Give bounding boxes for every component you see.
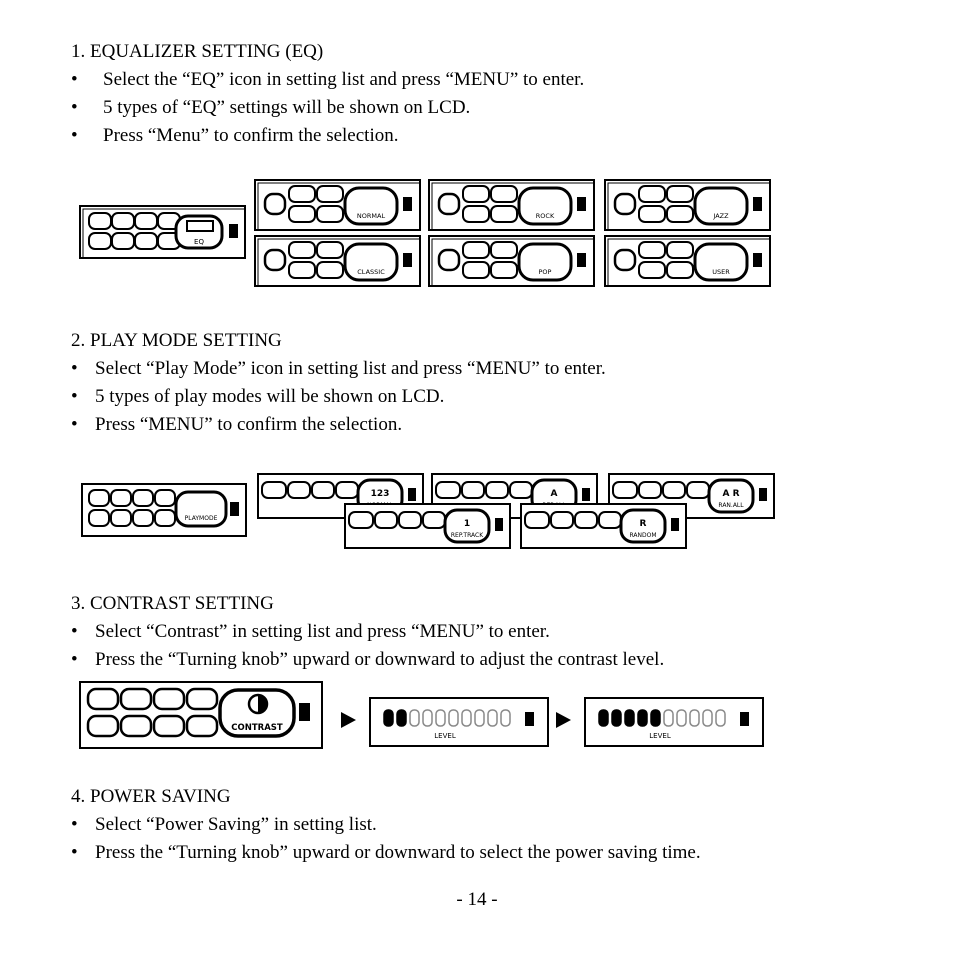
bullet-text: 5 types of “EQ” settings will be shown o…	[103, 97, 471, 118]
eq-mode-screen: POP	[428, 235, 595, 287]
section-heading-eq: 1. EQUALIZER SETTING (EQ)	[71, 41, 324, 62]
bullet-dot: •	[71, 649, 78, 670]
eq-mode-label: JAZZ	[712, 212, 729, 220]
level-segment-filled	[650, 709, 661, 727]
bullet-text: Select “Power Saving” in setting list.	[95, 814, 377, 835]
playmode-mode-screen: R RANDOM	[520, 503, 687, 549]
level-segment-empty	[487, 709, 498, 727]
playmode-mode-label: RAN.ALL	[718, 502, 744, 509]
bullet-dot: •	[71, 97, 78, 118]
level-segment-filled	[637, 709, 648, 727]
playmode-mode-glyph: 1	[464, 519, 470, 529]
bullet-dot: •	[71, 621, 78, 642]
contrast-setting-label: CONTRAST	[231, 723, 283, 733]
playmode-mode-glyph: 123	[371, 489, 390, 499]
playmode-mode-label: RANDOM	[629, 532, 656, 539]
playmode-lcd-figure: PLAYMODE 123NORMALAREP.ALLA RRAN.ALL1REP…	[81, 473, 775, 549]
playmode-mode-glyph: R	[640, 519, 647, 529]
bullet-dot: •	[71, 386, 78, 407]
eq-mode-label: POP	[539, 268, 552, 276]
section-heading-contrast: 3. CONTRAST SETTING	[71, 593, 274, 614]
playmode-mode-glyph: A	[551, 489, 558, 499]
level-segment-filled	[624, 709, 635, 727]
level-segment-empty	[702, 709, 713, 727]
playmode-mode-label: REP.TRACK	[451, 532, 484, 539]
contrast-level-screens: LEVEL LEVEL	[369, 697, 764, 747]
bullet-text: Press “MENU” to confirm the selection.	[95, 414, 403, 435]
section-heading-power-saving: 4. POWER SAVING	[71, 786, 231, 807]
playmode-mode-screen: A R RAN.ALL	[608, 473, 775, 519]
level-segment-empty	[474, 709, 485, 727]
bullet-dot: •	[71, 358, 78, 379]
eq-setting-label: EQ	[194, 238, 204, 246]
level-label: LEVEL	[649, 732, 671, 740]
contrast-lcd-figure: CONTRAST LEVEL LEVEL	[79, 681, 764, 749]
eq-mode-label: CLASSIC	[357, 268, 385, 276]
bullet-text: Press “Menu” to confirm the selection.	[103, 125, 399, 146]
eq-mode-screen: CLASSIC	[254, 235, 421, 287]
level-label: LEVEL	[434, 732, 456, 740]
contrast-settings-screen: CONTRAST	[79, 681, 323, 749]
level-segment-empty	[715, 709, 726, 727]
level-segment-empty	[689, 709, 700, 727]
level-segment-empty	[422, 709, 433, 727]
playmode-mode-glyph: A R	[722, 489, 739, 499]
eq-mode-screen: ROCK	[428, 179, 595, 231]
bullet-text: 5 types of play modes will be shown on L…	[95, 386, 445, 407]
level-segment-filled	[383, 709, 394, 727]
eq-lcd-figure: EQ NORMAL ROCK JAZZ CLASSIC POP USER	[79, 179, 771, 287]
playmode-settings-screen: PLAYMODE	[81, 483, 247, 537]
eq-mode-screen: NORMAL	[254, 179, 421, 231]
playmode-mode-screens: 123NORMALAREP.ALLA RRAN.ALL1REP.TRACKRRA…	[257, 473, 775, 549]
eq-mode-label: ROCK	[536, 212, 555, 220]
eq-mode-screen: USER	[604, 235, 771, 287]
bullet-dot: •	[71, 814, 78, 835]
level-segment-empty	[448, 709, 459, 727]
level-segment-empty	[435, 709, 446, 727]
level-segment-empty	[676, 709, 687, 727]
arrow-right-icon	[556, 712, 571, 728]
eq-mode-screens: NORMAL ROCK JAZZ CLASSIC POP USER	[254, 179, 771, 287]
bullet-dot: •	[71, 125, 78, 146]
contrast-level-screen: LEVEL	[369, 697, 549, 747]
bullet-text: Select “Contrast” in setting list and pr…	[95, 621, 550, 642]
bullet-dot: •	[71, 842, 78, 863]
bullet-text: Press the “Turning knob” upward or downw…	[95, 842, 701, 863]
level-segment-empty	[500, 709, 511, 727]
level-segment-empty	[663, 709, 674, 727]
eq-settings-screen: EQ	[79, 205, 246, 259]
level-segment-filled	[611, 709, 622, 727]
level-segment-empty	[461, 709, 472, 727]
level-segment-empty	[409, 709, 420, 727]
eq-mode-screen: JAZZ	[604, 179, 771, 231]
bullet-text: Press the “Turning knob” upward or downw…	[95, 649, 665, 670]
section-heading-playmode: 2. PLAY MODE SETTING	[71, 330, 282, 351]
eq-mode-label: NORMAL	[357, 212, 386, 220]
contrast-level-screen: LEVEL	[584, 697, 764, 747]
level-segment-filled	[396, 709, 407, 727]
bullet-text: Select the “EQ” icon in setting list and…	[103, 69, 585, 90]
bullet-dot: •	[71, 69, 78, 90]
eq-mode-label: USER	[712, 268, 730, 276]
level-segment-filled	[598, 709, 609, 727]
arrow-right-icon	[341, 712, 356, 728]
page-number: - 14 -	[456, 889, 498, 910]
bullet-text: Select “Play Mode” icon in setting list …	[95, 358, 606, 379]
playmode-setting-label: PLAYMODE	[185, 515, 218, 522]
playmode-mode-screen: 123NORMAL	[257, 473, 424, 519]
bullet-dot: •	[71, 414, 78, 435]
